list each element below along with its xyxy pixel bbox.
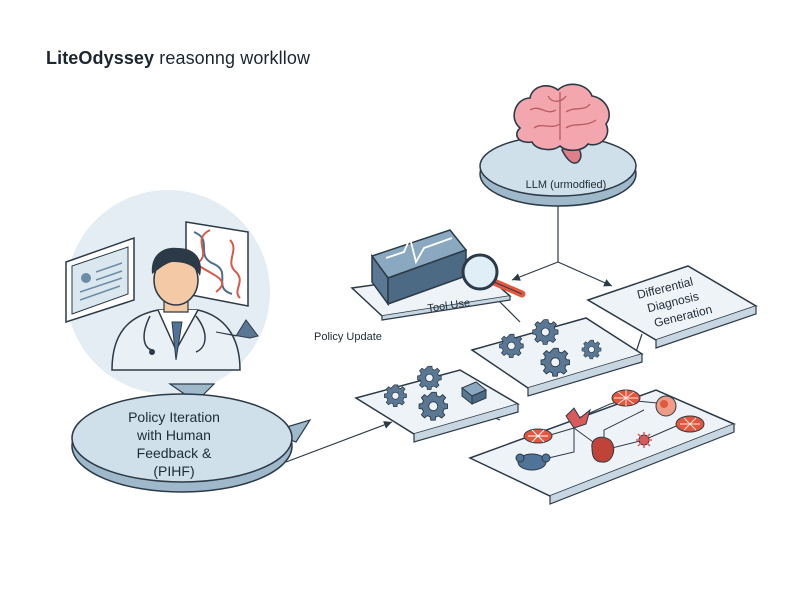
virus-icon xyxy=(675,415,705,433)
diagram-title: LiteOdyssey reasonng workllow xyxy=(46,48,310,69)
title-brand: LiteOdyssey xyxy=(46,48,155,68)
connector-to-differential xyxy=(557,261,613,287)
tool-use-label: Tool Use xyxy=(427,297,471,315)
gear-icon xyxy=(581,339,602,360)
pihf-disc-top xyxy=(71,393,293,483)
gear-platform-upper xyxy=(470,317,644,397)
magnifier-icon xyxy=(461,253,526,298)
connector-differential-to-platform xyxy=(635,333,643,353)
policy-update-label: Policy Update xyxy=(314,331,382,343)
llm-node: LLM (urmodfied) xyxy=(479,83,637,207)
title-rest: reasonng workllow xyxy=(159,48,311,68)
pihf-line-3: Feedback & xyxy=(137,445,212,461)
virus-icon xyxy=(611,389,641,407)
gear-icon xyxy=(417,365,442,390)
monitor-icon xyxy=(65,236,135,324)
pathogen-platform xyxy=(468,389,736,505)
connector-to-tool-use xyxy=(511,261,559,281)
brain-icon xyxy=(513,83,610,164)
llm-label: LLM (urmodfied) xyxy=(526,179,607,191)
virus-icon xyxy=(523,428,553,444)
connector-tool-to-gears xyxy=(497,299,521,323)
differential-node: Differential Diagnosis Generation xyxy=(586,265,758,349)
virus-icon xyxy=(636,432,652,448)
gear-icon xyxy=(540,347,570,377)
connector-to-policy-update xyxy=(285,421,393,463)
pihf-node: Policy Iteration with Human Feedback & (… xyxy=(71,383,312,493)
cell-icon xyxy=(655,395,677,417)
gear-icon xyxy=(418,391,448,421)
doctor-node xyxy=(65,190,270,394)
virus-icon xyxy=(565,407,591,429)
pihf-line-1: Policy Iteration xyxy=(128,409,220,425)
pihf-arrow-top xyxy=(168,383,216,403)
tool-use-node: Tool Use xyxy=(350,229,526,321)
gear-icon xyxy=(532,319,559,345)
gear-icon xyxy=(384,384,407,407)
chip-icon xyxy=(461,381,487,406)
pihf-line-2: with Human xyxy=(136,427,211,443)
cell-icon xyxy=(591,436,615,463)
gear-platform-lower xyxy=(354,365,520,443)
cell-icon xyxy=(515,453,551,471)
doctor-hair xyxy=(151,247,201,276)
gear-icon xyxy=(499,333,524,358)
pihf-line-4: (PIHF) xyxy=(153,463,194,479)
